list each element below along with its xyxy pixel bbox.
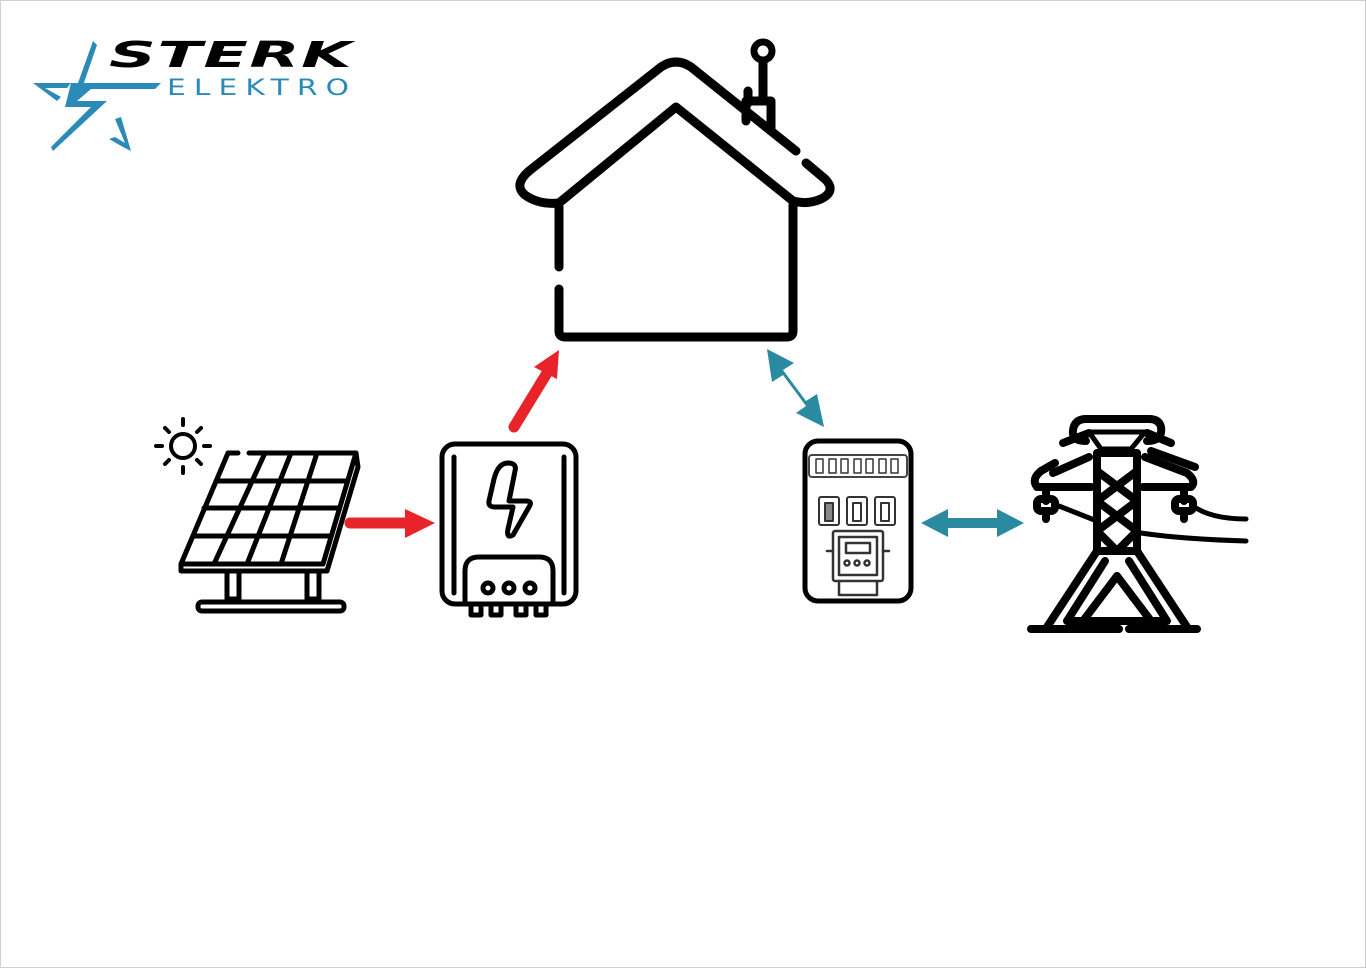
sun-icon xyxy=(154,417,212,475)
star-lightning-icon xyxy=(33,41,161,151)
logo-wordmark-sterk: STERK xyxy=(109,33,354,76)
arrow-solar-to-inverter xyxy=(344,509,435,538)
logo-wordmark-elektro: ELEKTRO xyxy=(167,76,358,101)
electric-meter-cabinet-icon xyxy=(802,438,914,604)
solar-panel-icon xyxy=(154,417,361,614)
power-grid-pylon-icon xyxy=(1027,415,1249,633)
arrow-inverter-to-house xyxy=(508,350,559,433)
arrow-house-meter-bidirectional xyxy=(767,349,824,427)
inverter-icon xyxy=(439,441,579,618)
arrow-meter-pylon-bidirectional xyxy=(921,509,1024,537)
house-icon xyxy=(515,38,835,342)
